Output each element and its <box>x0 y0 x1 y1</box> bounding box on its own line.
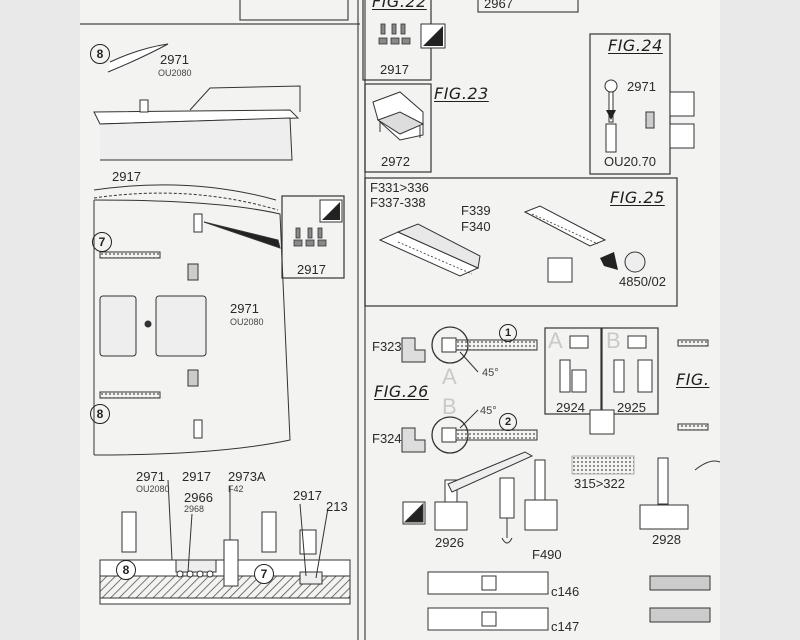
line-art <box>80 0 720 640</box>
part-c146: c146 <box>551 584 580 599</box>
variant-a-box: A <box>548 328 563 353</box>
fig26 <box>401 326 709 454</box>
part-ou2080-b: OU2080 <box>230 317 264 327</box>
part-f42: F42 <box>228 484 244 494</box>
angle-45-b: 45° <box>480 405 497 417</box>
step-marker-2: 2 <box>499 413 517 431</box>
angle-45-a: 45° <box>482 367 499 379</box>
part-2968: 2968 <box>184 504 205 514</box>
part-2917-low: 2917 <box>293 488 322 503</box>
part-2967: 2967 <box>484 0 513 11</box>
variant-b-box: B <box>606 328 621 353</box>
part-f331: F331>336 <box>370 180 429 195</box>
part-c147: c147 <box>551 619 580 634</box>
part-2925: 2925 <box>617 400 646 415</box>
part-2917-mid: 2917 <box>182 469 211 484</box>
step-marker-8-b: 8 <box>90 404 110 424</box>
part-2971-a: 2971 <box>160 52 189 67</box>
deck-section <box>99 479 351 605</box>
part-f340: F340 <box>461 219 491 234</box>
step-marker-8-c: 8 <box>116 560 136 580</box>
part-ou2070: OU20.70 <box>604 154 657 169</box>
step-marker-1: 1 <box>499 324 517 342</box>
fig24-title: FIG.24 <box>608 36 663 55</box>
fig23-box <box>364 83 432 173</box>
part-4850: 4850/02 <box>619 274 666 289</box>
part-2973a: 2973A <box>228 469 266 484</box>
part-2917-box: 2917 <box>297 262 326 277</box>
fig22-box <box>362 0 446 81</box>
part-2926: 2926 <box>435 535 464 550</box>
part-f337: F337-338 <box>370 195 426 210</box>
part-2971-c: 2971 <box>136 469 165 484</box>
part-f490: F490 <box>532 547 562 562</box>
part-2972: 2972 <box>381 154 410 169</box>
part-2966: 2966 <box>184 490 213 505</box>
part-f324: F324 <box>372 431 402 446</box>
fig26-title: FIG.26 <box>374 382 429 401</box>
part-2971-b: 2971 <box>230 301 259 316</box>
step-marker-7-b: 7 <box>254 564 274 584</box>
part-f323: F323 <box>372 339 402 354</box>
part-2928: 2928 <box>652 532 681 547</box>
fig27-title: FIG. <box>676 370 710 389</box>
railing-segments <box>571 455 720 475</box>
inset-2917 <box>281 195 345 279</box>
part-2971-fig24: 2971 <box>627 79 656 94</box>
variant-a-main: A <box>442 364 457 389</box>
panel-borders <box>80 0 579 640</box>
part-315: 315>322 <box>574 476 625 491</box>
bow-railing-top <box>93 43 301 211</box>
step-marker-7-a: 7 <box>92 232 112 252</box>
deck-strips <box>427 571 711 631</box>
step-marker-8-a: 8 <box>90 44 110 64</box>
part-f339: F339 <box>461 203 491 218</box>
fig23-title: FIG.23 <box>434 84 489 103</box>
fig25-title: FIG.25 <box>610 188 665 207</box>
fig22-title: FIG.22 <box>372 0 427 11</box>
part-ou2080-c: OU2080 <box>136 484 170 494</box>
part-ou2080-a: OU2080 <box>158 68 192 78</box>
part-2924: 2924 <box>556 400 585 415</box>
part-213: 213 <box>326 499 348 514</box>
part-2917-top: 2917 <box>112 169 141 184</box>
part-2917-fig22: 2917 <box>380 62 409 77</box>
crane-assembly <box>402 451 689 544</box>
fig25-box <box>364 177 678 307</box>
hull-section <box>93 199 291 456</box>
fig24-box <box>589 33 695 175</box>
instruction-sheet: 2967 2971 OU2080 2917 2917 2971 OU2080 2… <box>80 0 720 640</box>
variant-b-main: B <box>442 394 457 419</box>
